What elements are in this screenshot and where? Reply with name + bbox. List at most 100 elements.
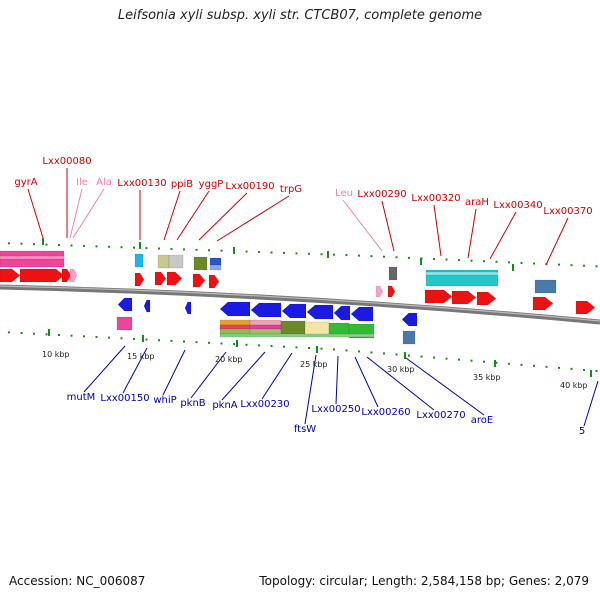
tick-dot: [245, 343, 248, 346]
leader-line: [433, 204, 442, 257]
reverse-gene-label: Lxx00260: [361, 407, 410, 418]
tick-dot: [195, 341, 198, 344]
tick-dot: [445, 258, 448, 261]
tick-dot: [270, 345, 273, 348]
domain-box: [388, 266, 398, 281]
forward-gene-label: Lxx00370: [543, 206, 592, 217]
label-leaders: [27, 168, 599, 427]
tick-dot: [433, 356, 435, 359]
tick-dot: [333, 348, 335, 351]
leader-line: [190, 351, 227, 399]
tick-dot: [70, 244, 73, 247]
forward-gene-label: yggP: [199, 179, 224, 190]
tick-dot: [270, 251, 273, 254]
tick-dot: [495, 260, 498, 263]
tick-dot: [520, 261, 523, 264]
tick-dot: [83, 244, 85, 247]
leader-line: [489, 211, 517, 260]
tick-dot: [545, 365, 548, 368]
domain-box: [193, 256, 208, 271]
gene-arrow: [451, 290, 477, 305]
gene-arrow: [424, 289, 453, 304]
tick-dot: [295, 346, 298, 349]
tick-dot: [483, 260, 485, 263]
major-tick: [142, 335, 144, 342]
reverse-gene-label: Lxx00270: [416, 410, 465, 421]
tick-dot: [208, 249, 210, 252]
tick-dot: [320, 253, 323, 256]
tick-dot: [458, 259, 460, 262]
tick-dot: [433, 257, 435, 260]
tick-dot: [208, 341, 210, 344]
tick-dot: [320, 347, 323, 350]
leader-line: [467, 208, 477, 259]
tick-dot: [358, 254, 360, 257]
forward-gene-label: gyrA: [14, 177, 37, 188]
leader-line: [122, 347, 148, 394]
tick-dot: [220, 342, 223, 345]
tick-dot: [8, 331, 10, 334]
domain-stripe: [249, 324, 282, 330]
leader-line: [354, 356, 379, 408]
tick-dot: [495, 361, 498, 364]
gene-arrow: [117, 297, 133, 312]
leader-line: [342, 199, 383, 252]
scale-label: 15 kbp: [127, 352, 155, 361]
gene-arrow: [306, 304, 334, 320]
major-tick: [316, 346, 318, 353]
domain-stripe: [219, 324, 251, 330]
tick-dot: [445, 357, 448, 360]
tick-dot: [58, 334, 60, 337]
gene-arrow: [208, 274, 220, 289]
tick-dot: [45, 333, 48, 336]
tick-dot: [20, 242, 23, 245]
major-tick: [42, 238, 44, 245]
tick-dot: [158, 339, 160, 342]
leader-line: [163, 190, 181, 241]
major-tick: [236, 340, 238, 347]
major-tick: [48, 329, 50, 336]
tick-dot: [383, 352, 385, 355]
domain-stripe: [249, 328, 282, 335]
accession-text: Accession: NC_006087: [9, 574, 146, 588]
forward-gene-label: Lxx00080: [42, 156, 91, 167]
tick-dot: [33, 332, 35, 335]
tick-dot: [20, 332, 23, 335]
tick-dot: [508, 362, 510, 365]
tick-dot: [570, 367, 573, 370]
reverse-gene-label: 5: [579, 426, 585, 437]
domain-box: [116, 316, 133, 331]
gene-arrow: [575, 300, 596, 315]
tick-dot: [170, 339, 173, 342]
tick-dot: [508, 261, 510, 264]
tick-dot: [583, 368, 585, 371]
leader-line: [27, 188, 44, 239]
map-title: Leifsonia xyli subsp. xyli str. CTCB07, …: [117, 8, 483, 23]
leader-line: [83, 345, 126, 393]
domain-stripe: [219, 333, 375, 338]
reverse-gene-label: pknB: [180, 398, 205, 409]
gene-arrow: [476, 291, 497, 306]
major-tick: [512, 264, 514, 271]
scale-label: 35 kbp: [473, 373, 501, 382]
tick-dot: [470, 259, 473, 262]
gene-arrow: [0, 268, 21, 283]
tick-dot: [133, 246, 135, 249]
domain-box: [134, 253, 144, 268]
major-tick: [404, 352, 406, 359]
major-tick: [139, 242, 141, 249]
scale-label: 40 kbp: [560, 381, 588, 390]
gene-arrow: [387, 285, 396, 298]
tick-dot: [395, 256, 398, 259]
reverse-gene-label: aroE: [471, 415, 493, 426]
tick-dot: [283, 251, 285, 254]
leader-line: [198, 192, 248, 241]
tick-dot: [358, 350, 360, 353]
genome-summary-text: Topology: circular; Length: 2,584,158 bp…: [259, 574, 589, 588]
gene-arrow: [401, 312, 418, 327]
tick-dot: [470, 359, 473, 362]
domain-stripe: [249, 319, 282, 326]
forward-gene-label: Lxx00190: [225, 181, 274, 192]
tick-dot: [583, 264, 585, 267]
rna-arrow: [375, 285, 384, 298]
